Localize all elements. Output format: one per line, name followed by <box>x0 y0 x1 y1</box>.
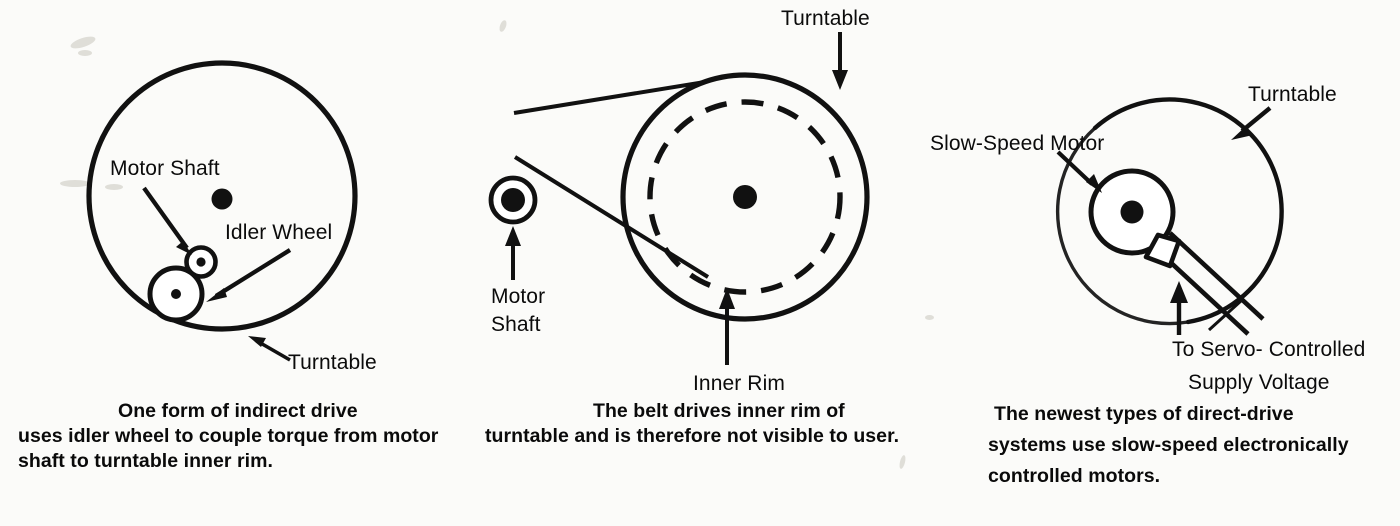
label-turntable: Turntable <box>781 7 870 30</box>
panel-belt-drive: Turntable Motor Shaft Inner Rim The belt… <box>465 0 930 526</box>
paper-speck <box>925 315 934 320</box>
idler-wheel-hub-dot <box>171 289 181 299</box>
supply-voltage-leader <box>1170 281 1188 335</box>
spindle-dot <box>733 185 757 209</box>
label-supply-line1: To Servo- Controlled <box>1172 338 1365 361</box>
drive-belt <box>513 80 710 279</box>
caption-line: systems use slow-speed electronically <box>988 434 1349 456</box>
label-motor-shaft-line2: Shaft <box>491 313 541 336</box>
spindle-dot <box>211 188 233 210</box>
paper-speck <box>78 50 92 56</box>
indirect-drive-diagram: Motor Shaft Idler Wheel Turntable <box>86 60 377 374</box>
spindle-dot <box>1120 200 1144 224</box>
label-idler-wheel: Idler Wheel <box>225 221 332 244</box>
caption-line: to user. <box>829 425 900 447</box>
label-slow-speed-motor: Slow-Speed Motor <box>930 132 1104 155</box>
turntable-circle <box>1092 97 1284 325</box>
paper-speck <box>60 180 90 187</box>
panel-indirect-drive: Motor Shaft Idler Wheel Turntable One fo… <box>0 0 465 526</box>
turntable-leader <box>1231 106 1272 140</box>
belt-drive-diagram: Turntable Motor Shaft Inner Rim <box>488 7 870 395</box>
motor-shaft-leader <box>142 186 192 255</box>
idler-wheel-leader <box>206 248 292 302</box>
caption-line: The newest types of direct-drive <box>994 403 1294 425</box>
caption-line: The belt drives inner rim of <box>593 400 845 422</box>
caption-belt-drive: The belt drives inner rim of turntable a… <box>465 399 930 449</box>
direct-drive-diagram: Turntable Slow-Speed Motor To Servo- Con… <box>930 83 1365 394</box>
turntable-circle <box>86 60 358 332</box>
label-turntable: Turntable <box>1248 83 1337 106</box>
turntable-leader <box>832 32 848 90</box>
caption-line: controlled motors. <box>988 465 1161 487</box>
caption-line: One form of indirect drive <box>118 400 358 422</box>
motor-shaft-hub-dot <box>196 257 206 267</box>
slow-speed-motor-leader <box>1056 150 1102 193</box>
label-motor-shaft-line1: Motor <box>491 285 545 308</box>
turntable-leader <box>248 336 291 362</box>
label-motor-shaft: Motor Shaft <box>110 157 220 180</box>
paper-speck <box>105 184 123 190</box>
caption-line: motor shaft to turntable inner rim. <box>18 425 439 472</box>
panel-direct-drive: Turntable Slow-Speed Motor To Servo- Con… <box>930 0 1400 526</box>
label-inner-rim: Inner Rim <box>693 372 785 395</box>
inner-rim-dashed-circle <box>647 99 843 295</box>
caption-direct-drive: The newest types of direct-drive systems… <box>930 399 1400 492</box>
caption-line: turntable and is therefore not visible <box>485 425 824 447</box>
motor-shaft-leader <box>505 226 521 280</box>
caption-indirect-drive: One form of indirect drive uses idler wh… <box>0 399 465 474</box>
label-supply-line2: Supply Voltage <box>1188 371 1330 394</box>
motor-terminal-block <box>1143 232 1182 269</box>
inner-rim-leader <box>719 288 735 365</box>
motor-shaft-dot <box>501 188 525 212</box>
label-turntable: Turntable <box>288 351 377 374</box>
turntable-circle <box>620 72 870 322</box>
caption-line: uses idler wheel to couple torque from <box>18 425 378 447</box>
